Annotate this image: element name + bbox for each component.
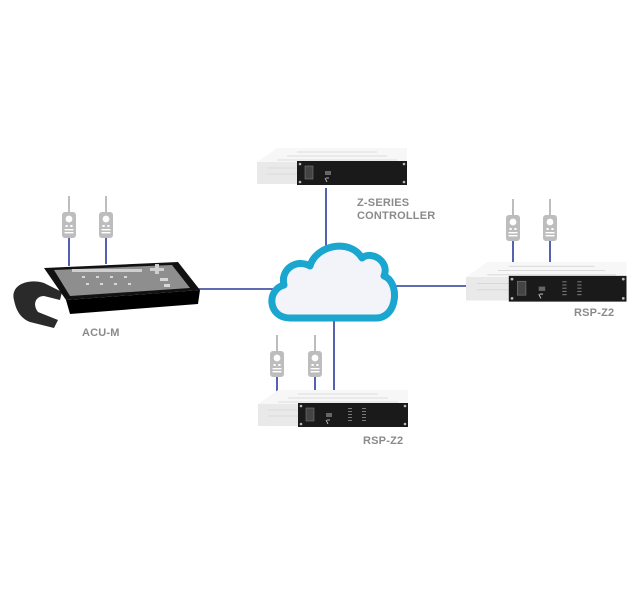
radio-icon [98,195,114,239]
rsp-z2-bottom-device[interactable] [257,389,409,428]
cloud-icon [268,242,398,322]
z-series-controller-device[interactable] [256,147,408,186]
acu-m-console-device[interactable] [13,262,200,328]
controller-label-line1: Z-SERIES [357,197,410,209]
rsp-z2-right-device[interactable] [465,261,628,303]
rsp-z2-right-label: RSP-Z2 [574,307,615,319]
radio-icon [542,198,558,242]
handset-icon [13,281,63,328]
acu-m-label: ACU-M [82,327,120,339]
radio-icon [307,334,323,378]
links [68,188,551,396]
radio-icon [505,198,521,242]
controller-label-line2: CONTROLLER [357,210,436,222]
rsp-z2-bottom-label: RSP-Z2 [363,435,404,447]
radio-icon [61,195,77,239]
controller-label: Z-SERIES CONTROLLER [357,197,435,223]
radio-icon [269,334,285,378]
